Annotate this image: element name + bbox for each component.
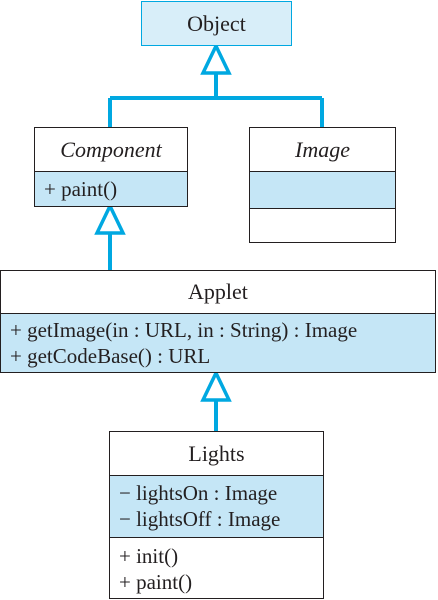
class-image-name: Image xyxy=(295,136,350,162)
operation-init: + init() xyxy=(119,544,179,568)
class-object[interactable]: Object xyxy=(141,1,292,46)
class-applet[interactable]: Applet + getImage(in : URL, in : String)… xyxy=(0,270,436,373)
generalization-arrowhead-component xyxy=(94,201,126,235)
attribute-lightsoff: − lightsOff : Image xyxy=(119,507,281,531)
class-component-operations: + paint() xyxy=(35,171,187,206)
operation-paint: + paint() xyxy=(44,177,118,201)
class-component[interactable]: Component + paint() xyxy=(34,127,188,207)
operation-getimage: + getImage(in : URL, in : String) : Imag… xyxy=(10,318,358,342)
class-lights[interactable]: Lights − lightsOn : Image − lightsOff : … xyxy=(109,431,324,599)
operation-getcodebase: + getCodeBase() : URL xyxy=(10,344,211,368)
class-component-name: Component xyxy=(60,136,162,162)
generalization-arrowhead-object xyxy=(200,41,232,75)
class-lights-operations: + init() + paint() xyxy=(110,537,323,598)
class-object-name: Object xyxy=(187,10,246,36)
generalization-arrowhead-applet xyxy=(200,368,232,402)
class-lights-attributes: − lightsOn : Image − lightsOff : Image xyxy=(110,475,323,537)
class-applet-name: Applet xyxy=(188,279,248,304)
class-image[interactable]: Image xyxy=(249,127,396,243)
class-lights-name: Lights xyxy=(188,440,245,466)
attribute-lightson: − lightsOn : Image xyxy=(119,481,278,505)
class-applet-operations: + getImage(in : URL, in : String) : Imag… xyxy=(1,313,435,372)
operation-paint-lights: + paint() xyxy=(119,570,193,594)
class-image-operations xyxy=(250,208,395,242)
class-image-attributes xyxy=(250,171,395,208)
